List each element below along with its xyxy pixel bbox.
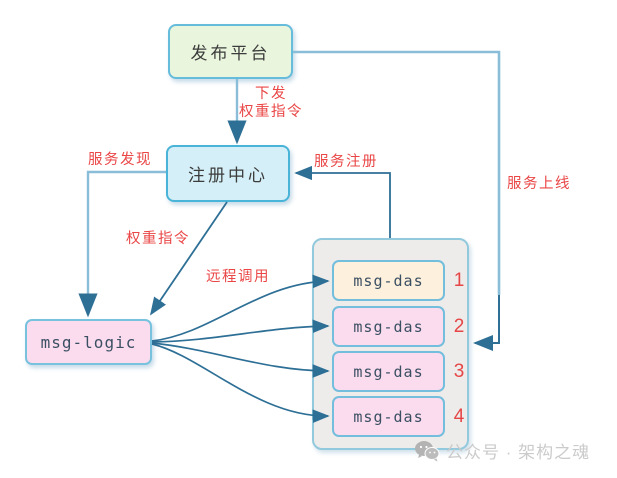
registry-center-label: 注册中心 [188, 166, 268, 185]
label-issue-line1: 下发 [255, 86, 287, 102]
msg-das-3-label: msg-das [353, 362, 424, 381]
msg-das-1-label: msg-das [353, 271, 424, 290]
label-service-online: 服务上线 [507, 176, 571, 192]
msg-logic-label: msg-logic [40, 332, 137, 352]
node-msg-logic: msg-logic [25, 319, 152, 365]
node-publish-platform: 发布平台 [168, 24, 293, 79]
das-index-3: 3 [453, 361, 465, 382]
wechat-icon [414, 439, 440, 463]
node-registry-center: 注册中心 [166, 145, 290, 202]
edge-remote-call-2 [151, 319, 330, 343]
msg-das-4-label: msg-das [353, 407, 424, 426]
edge-weight-cmd [149, 201, 228, 316]
das-index-4: 4 [453, 406, 465, 427]
label-service-discovery: 服务发现 [88, 152, 152, 168]
edge-service-online-arrow [473, 295, 500, 351]
edge-remote-call-4 [151, 343, 330, 424]
edge-remote-call-3 [151, 342, 330, 378]
publish-platform-label: 发布平台 [190, 44, 271, 63]
das-index-1: 1 [453, 270, 465, 291]
das-index-2: 2 [453, 316, 465, 337]
label-weight-cmd: 权重指令 [126, 231, 190, 247]
edge-remote-call-1 [151, 274, 330, 342]
label-issue-weight-cmd: 下发 权重指令 [227, 85, 315, 121]
node-msg-das-2: msg-das [332, 306, 445, 347]
node-msg-das-3: msg-das [332, 351, 445, 392]
node-msg-das-4: msg-das [332, 396, 445, 437]
label-issue-line2: 权重指令 [239, 104, 303, 120]
msg-das-2-label: msg-das [353, 317, 424, 336]
label-remote-call: 远程调用 [206, 269, 270, 285]
node-msg-das-1: msg-das [332, 260, 445, 301]
watermark-text: 公众号 · 架构之魂 [446, 443, 591, 462]
label-service-register: 服务注册 [314, 154, 378, 170]
watermark: 公众号 · 架构之魂 [414, 438, 590, 463]
edge-service-register [294, 165, 391, 238]
